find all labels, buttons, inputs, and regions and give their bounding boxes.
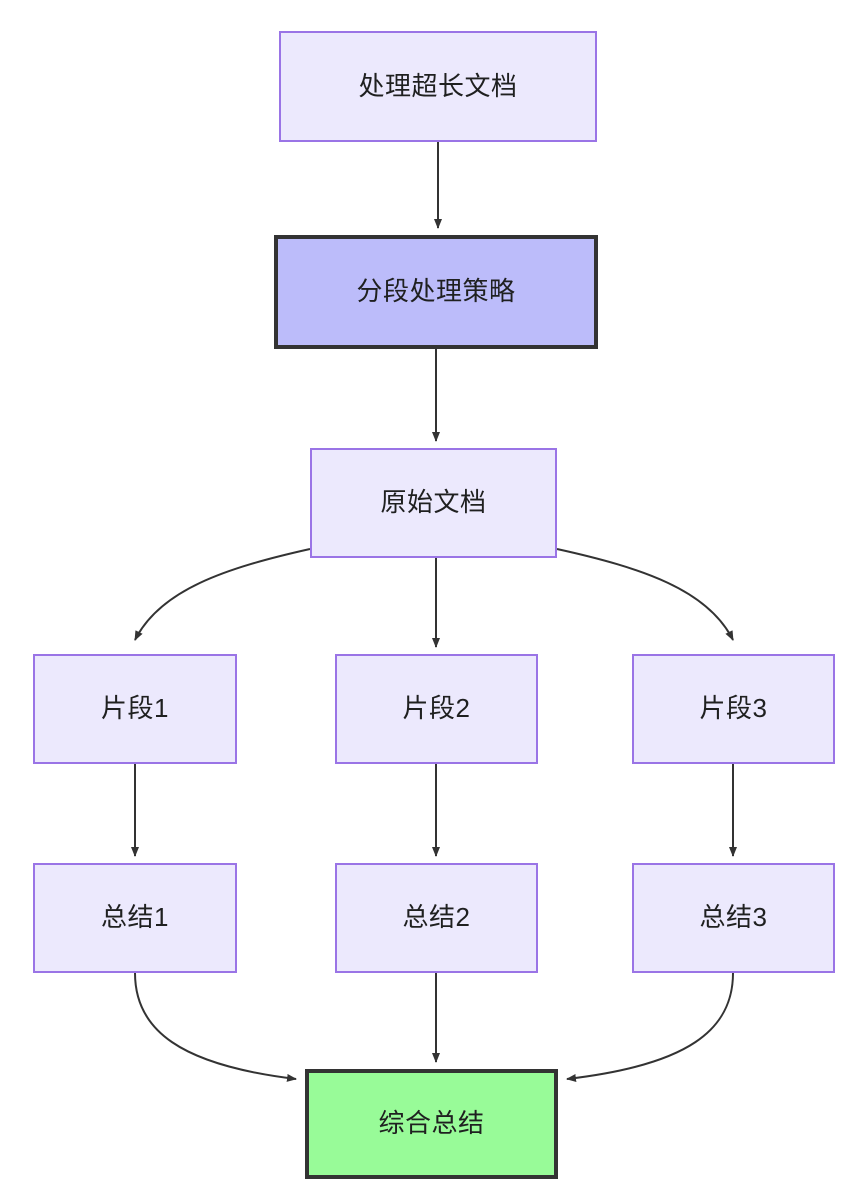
node-original-document[interactable]: 原始文档	[310, 448, 557, 558]
node-label: 原始文档	[380, 487, 487, 518]
node-label: 总结1	[101, 902, 169, 933]
node-label: 分段处理策略	[356, 276, 516, 307]
node-summary-1[interactable]: 总结1	[33, 863, 237, 973]
node-label: 总结2	[402, 902, 471, 933]
node-process-long-document[interactable]: 处理超长文档	[279, 31, 597, 142]
node-label: 片段1	[101, 693, 169, 724]
edge-n3-n4	[134, 548, 311, 641]
edge-n9-n10	[566, 972, 734, 1082]
node-label: 处理超长文档	[358, 70, 518, 101]
node-chunking-strategy[interactable]: 分段处理策略	[274, 235, 598, 349]
node-fragment-3[interactable]: 片段3	[632, 654, 835, 764]
node-fragment-1[interactable]: 片段1	[33, 654, 237, 764]
node-label: 综合总结	[378, 1108, 485, 1139]
edge-n3-n6	[556, 548, 734, 641]
node-summary-3[interactable]: 总结3	[632, 863, 835, 973]
node-label: 总结3	[699, 902, 768, 933]
node-fragment-2[interactable]: 片段2	[335, 654, 538, 764]
node-summary-2[interactable]: 总结2	[335, 863, 538, 973]
node-label: 片段2	[402, 693, 471, 724]
node-label: 片段3	[699, 693, 768, 724]
edge-n7-n10	[134, 972, 297, 1082]
node-final-summary[interactable]: 综合总结	[305, 1069, 558, 1179]
